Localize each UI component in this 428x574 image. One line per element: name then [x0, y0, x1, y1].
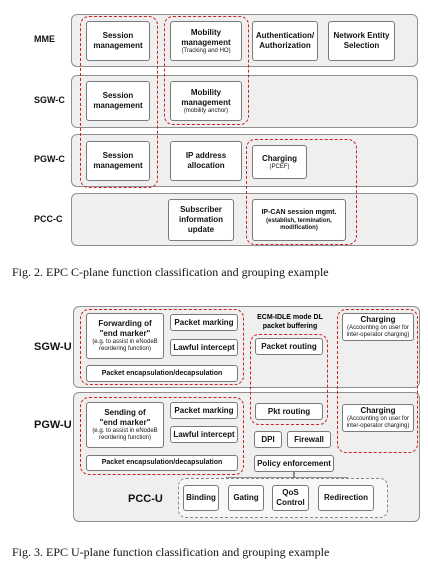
box-title: Packet marking [174, 317, 234, 327]
box-title: Forwarding of "end marker" [98, 319, 152, 338]
pgw-u-packet-marking: Packet marking [170, 402, 238, 419]
box-subtitle: (e.g. to assist in eNodeB reordering fun… [92, 339, 158, 352]
box-title: Authentication/ Authorization [255, 31, 315, 50]
pgw-u-firewall: Firewall [287, 431, 331, 448]
box-title: Mobility management [181, 27, 231, 47]
sgw-u-ecm-idle-buffering: ECM-IDLE mode DL packet buffering [250, 311, 330, 333]
row-label-sgw-c: SGW-C [34, 95, 65, 105]
mme-session-management: Session management [86, 21, 150, 61]
box-title: Firewall [294, 434, 324, 444]
pgw-u-lawful-intercept: Lawful intercept [170, 426, 238, 443]
box-title: Packet routing [261, 341, 317, 351]
box-title: Pkt routing [267, 406, 311, 416]
box-title: Packet encapsulation/decapsulation [101, 459, 223, 466]
box-title: Network Entity Selection [333, 31, 390, 50]
pcc-u-binding: Binding [183, 485, 219, 511]
box-title: Redirection [323, 493, 368, 502]
box-title: QoS Control [276, 488, 305, 507]
sgw-u-packet-marking: Packet marking [170, 314, 238, 331]
box-title: Charging [261, 153, 298, 163]
mme-authentication-authorization: Authentication/ Authorization [252, 21, 318, 61]
pcc-c-ip-can-session-management: IP-CAN session mgmt. (establish, termina… [252, 199, 346, 241]
box-title: Session management [93, 91, 143, 110]
pgw-u-sending-end-marker: Sending of "end marker" (e.g. to assist … [86, 402, 164, 448]
box-title: Lawful intercept [173, 342, 235, 352]
pgw-u-dpi: DPI [254, 431, 282, 448]
box-title: ECM-IDLE mode DL packet buffering [257, 314, 323, 330]
box-title: Session management [93, 31, 143, 50]
box-subtitle: (e.g. to assist in eNodeB reordering fun… [92, 428, 158, 441]
pcc-u-gating: Gating [228, 485, 264, 511]
sgw-c-mobility-management: Mobility management (mobility anchor) [170, 81, 242, 121]
pcc-u-qos-control: QoS Control [272, 485, 309, 511]
sgw-u-packet-routing: Packet routing [255, 338, 323, 355]
box-title: Packet encapsulation/decapsulation [101, 369, 223, 377]
pgw-c-charging: Charging (PCEF) [252, 145, 307, 179]
pgw-u-pkt-routing: Pkt routing [255, 403, 323, 420]
figure-2-caption: Fig. 2. EPC C-plane function classificat… [12, 265, 329, 279]
box-title: Charging [360, 406, 396, 415]
box-title: Sending of "end marker" [99, 408, 151, 427]
sgw-u-forwarding-end-marker: Forwarding of "end marker" (e.g. to assi… [86, 313, 164, 359]
pcc-c-plane [71, 193, 418, 246]
sgw-c-session-management: Session management [86, 81, 150, 121]
sgw-u-packet-encapsulation: Packet encapsulation/decapsulation [86, 365, 238, 382]
box-title: Lawful intercept [173, 429, 235, 439]
box-subtitle: (establish, termination, modification) [266, 218, 332, 231]
box-title: Session management [93, 151, 143, 170]
pgw-u-charging: Charging (Accounting on user for inter-o… [342, 404, 414, 432]
pgw-u-policy-enforcement: Policy enforcement [254, 455, 334, 472]
row-label-pcc-u: PCC-U [128, 493, 163, 505]
row-label-pgw-c: PGW-C [34, 154, 65, 164]
box-title: Packet marking [174, 405, 234, 415]
pcc-c-subscriber-information-update: Subscriber information update [168, 199, 234, 241]
box-title: Policy enforcement [257, 458, 331, 468]
row-label-pgw-u: PGW-U [34, 419, 72, 431]
pgw-c-session-management: Session management [86, 141, 150, 181]
sgw-u-charging: Charging (Accounting on user for inter-o… [342, 313, 414, 341]
box-title: Binding [186, 493, 216, 502]
sgw-u-lawful-intercept: Lawful intercept [170, 339, 238, 356]
pgw-u-packet-encapsulation: Packet encapsulation/decapsulation [86, 455, 238, 471]
row-label-mme: MME [34, 34, 55, 44]
box-title: Gating [233, 493, 259, 502]
box-subtitle: (Accounting on user for inter-operator c… [346, 325, 410, 338]
box-subtitle: (Accounting on user for inter-operator c… [346, 416, 410, 429]
mme-network-entity-selection: Network Entity Selection [328, 21, 395, 61]
box-title: Mobility management [181, 87, 231, 107]
figure-3-caption: Fig. 3. EPC U-plane function classificat… [12, 545, 330, 559]
row-label-sgw-u: SGW-U [34, 341, 72, 353]
mme-mobility-management: Mobility management (Tracking and HO) [170, 21, 242, 61]
row-label-pcc-c: PCC-C [34, 214, 63, 224]
pcc-u-redirection: Redirection [318, 485, 374, 511]
box-title: DPI [261, 434, 275, 444]
box-subtitle: (PCEF) [269, 163, 290, 170]
box-title: Charging [360, 315, 396, 324]
box-title: IP address allocation [185, 151, 227, 170]
box-title: Subscriber information update [179, 205, 223, 234]
pgw-c-ip-address-allocation: IP address allocation [170, 141, 242, 181]
box-subtitle: (mobility anchor) [183, 107, 229, 114]
box-title: IP-CAN session mgmt. [261, 209, 337, 216]
box-subtitle: (Tracking and HO) [181, 47, 231, 54]
